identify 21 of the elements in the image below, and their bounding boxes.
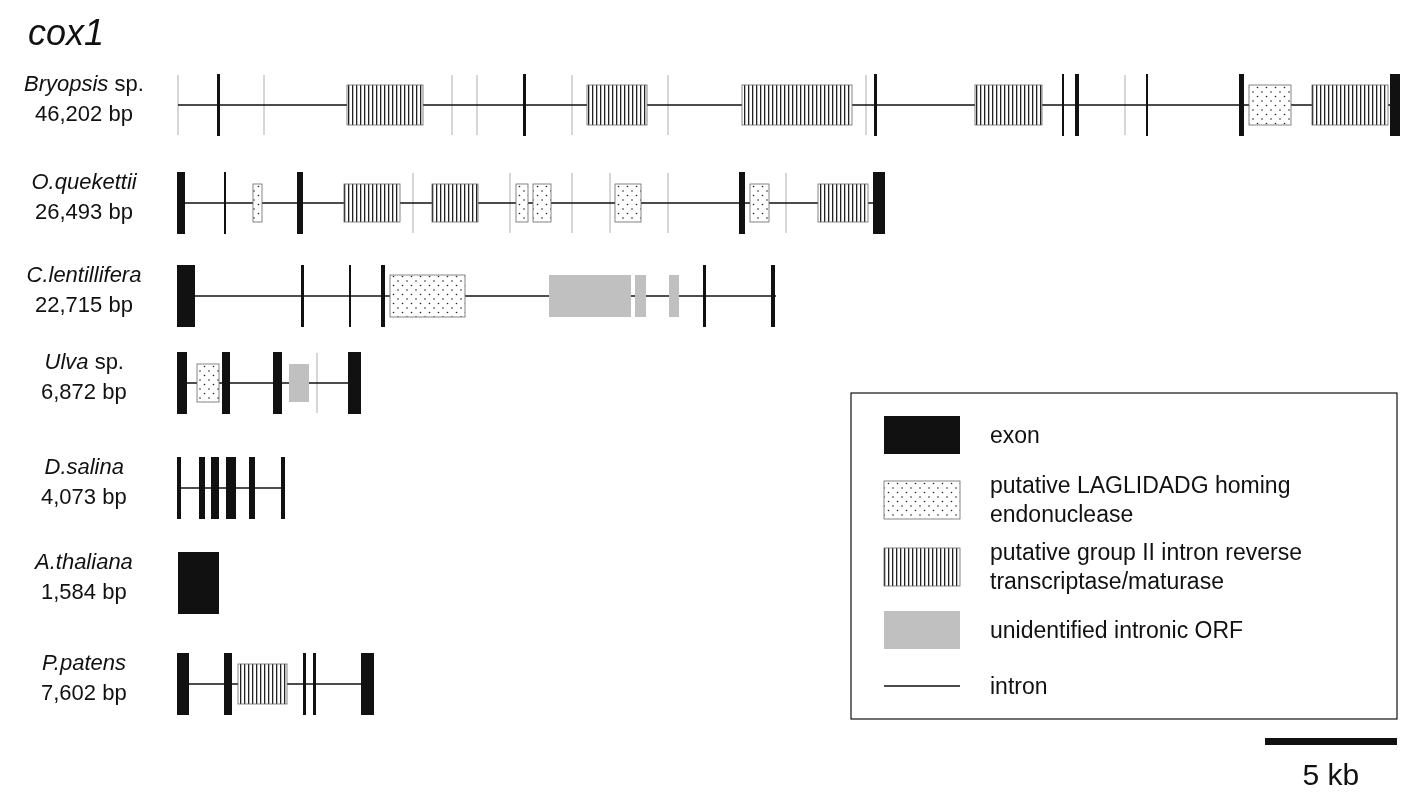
species-name: A.thaliana — [35, 549, 133, 575]
species-name: P.patens — [42, 650, 126, 676]
genome-size: 26,493 bp — [35, 199, 133, 225]
legend-text: putative LAGLIDADG homing endonuclease — [990, 471, 1292, 529]
legend-text: intron — [990, 671, 1049, 701]
genome-size: 22,715 bp — [35, 292, 133, 318]
species-name: C.lentillifera — [26, 262, 142, 288]
species-name: D.salina — [44, 454, 124, 480]
scale-label: 5 kb — [1302, 758, 1360, 792]
species-name: Ulva sp. — [44, 349, 124, 375]
genome-size: 6,872 bp — [41, 379, 127, 405]
genome-size: 7,602 bp — [41, 680, 127, 706]
genome-size: 46,202 bp — [35, 101, 133, 127]
species-name: O.quekettii — [31, 169, 137, 195]
legend-text: unidentified intronic ORF — [990, 615, 1245, 645]
genome-size: 1,584 bp — [41, 579, 127, 605]
legend-text: exon — [990, 420, 1041, 450]
species-name: Bryopsis sp. — [24, 71, 144, 97]
genome-size: 4,073 bp — [41, 484, 127, 510]
legend-text: putative group II intron reverse transcriptase/maturase — [990, 538, 1303, 596]
title: cox1 — [28, 12, 105, 54]
